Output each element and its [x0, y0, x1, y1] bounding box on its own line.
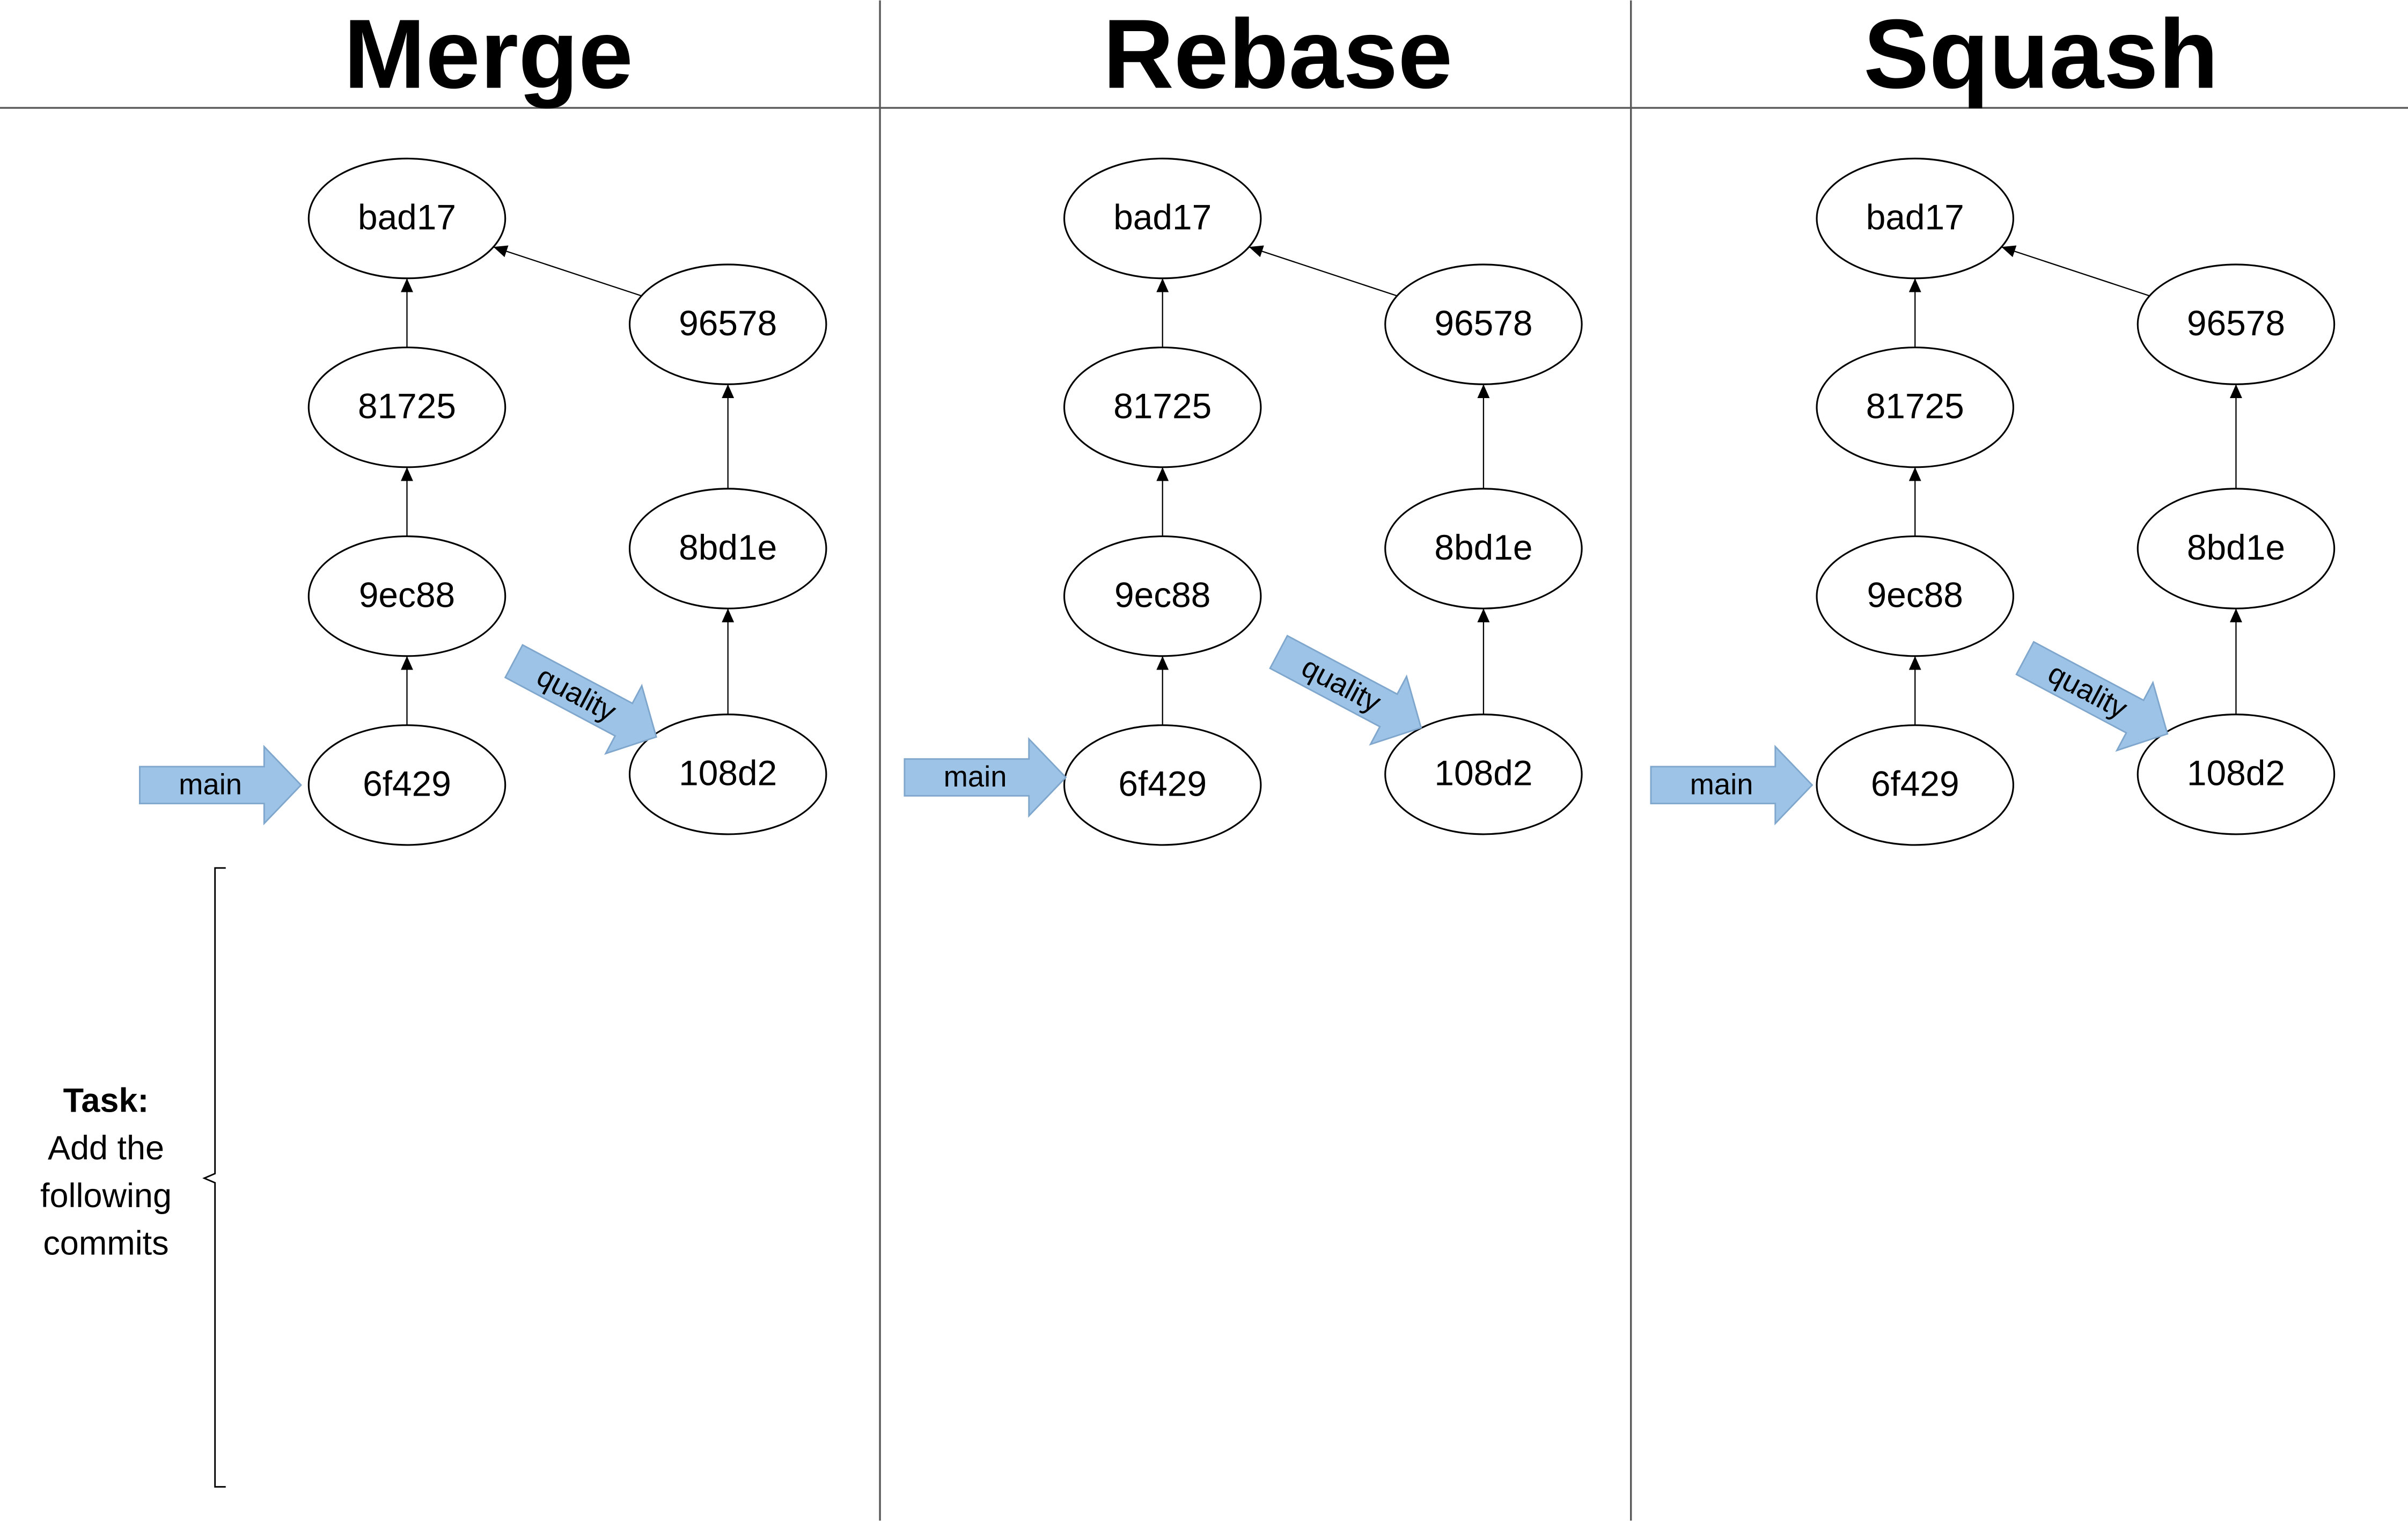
commit-label: 9ec88	[1114, 575, 1210, 614]
quality-arrow-shape	[504, 644, 657, 755]
commit-ellipse	[1816, 535, 2014, 657]
commit-node-8bd1e: 8bd1e	[1384, 488, 1583, 609]
commit-label: 108d2	[1434, 753, 1532, 793]
branch-pointer-main: main	[904, 737, 1067, 818]
commit-label: 6f429	[1118, 764, 1207, 804]
commit-node-6f429: 6f429	[307, 724, 506, 846]
column-title-merge: Merge	[343, 0, 633, 109]
branch-label-main: main	[944, 760, 1007, 793]
main-arrow-shape	[139, 745, 302, 826]
commit-label: bad17	[358, 197, 456, 237]
commit-label: 8bd1e	[1434, 527, 1532, 567]
commit-label: 108d2	[2187, 753, 2285, 793]
squash-graph: 81725 96578 bad17 9ec88 6f429 8bd1e 108d2 main q…	[1650, 157, 2336, 846]
commit-ellipse	[1384, 714, 1583, 835]
branch-label-quality: quality	[2043, 657, 2133, 725]
commit-node-bad17: bad17	[307, 157, 506, 280]
commit-ellipse	[628, 488, 827, 609]
branch-pointer-main: main	[139, 745, 302, 826]
commit-node-81725: 81725	[1816, 346, 2014, 468]
commit-ellipse	[1063, 157, 1262, 280]
branch-label-quality: quality	[532, 659, 622, 728]
commit-label: 96578	[1434, 303, 1532, 343]
commit-label: 6f429	[363, 764, 451, 804]
commit-ellipse	[628, 263, 827, 385]
commit-ellipse	[307, 157, 506, 280]
commit-ellipse	[1063, 346, 1262, 468]
commit-label: 9ec88	[1867, 575, 1963, 614]
commit-label: 6f429	[1871, 764, 1959, 804]
commit-node-81725: 81725	[1063, 346, 1262, 468]
commit-ellipse	[1816, 346, 2014, 468]
edge-96578-bad17	[493, 245, 642, 297]
task-line-1: Add the	[48, 1129, 164, 1167]
commit-node-96578: 96578	[1384, 263, 1583, 385]
commit-ellipse	[628, 714, 827, 835]
commit-label: 8bd1e	[2187, 527, 2285, 567]
task-line-3: commits	[43, 1225, 168, 1262]
commit-label: 8bd1e	[679, 527, 777, 567]
quality-arrow-shape	[1269, 635, 1422, 746]
commit-label: 108d2	[679, 753, 777, 793]
commit-ellipse	[2137, 714, 2336, 835]
commit-node-9ec88: 9ec88	[1063, 535, 1262, 657]
quality-arrow-shape	[2015, 641, 2169, 752]
commit-node-8bd1e: 8bd1e	[2137, 488, 2336, 609]
commit-label: 81725	[358, 386, 456, 425]
task-brace	[202, 867, 226, 1488]
commit-ellipse	[1384, 263, 1583, 385]
commit-node-9ec88: 9ec88	[307, 535, 506, 657]
commit-node-108d2: 108d2	[628, 714, 827, 835]
main-arrow-shape	[1650, 745, 1814, 826]
commit-node-96578: 96578	[2137, 263, 2336, 385]
branch-label-main: main	[179, 768, 242, 801]
commit-ellipse	[2137, 263, 2336, 385]
commit-label: 81725	[1866, 386, 1964, 425]
commit-node-6f429: 6f429	[1816, 724, 2014, 846]
commit-node-108d2: 108d2	[1384, 714, 1583, 835]
commit-node-9ec88: 9ec88	[1816, 535, 2014, 657]
commit-label: bad17	[1866, 197, 1964, 237]
rebase-graph: 81725 96578 bad17 9ec88 6f429 8bd1e 108d2 main q…	[904, 157, 1583, 846]
commit-node-108d2: 108d2	[2137, 714, 2336, 835]
column-title-squash: Squash	[1863, 0, 2219, 109]
commit-node-96578: 96578	[628, 263, 827, 385]
commit-ellipse	[2137, 488, 2336, 609]
edge-96578-bad17	[2001, 245, 2150, 297]
branch-pointer-main: main	[1650, 745, 1814, 826]
commit-ellipse	[1063, 724, 1262, 846]
merge-graph: 81725 96578 bad17 9ec88 6f429 8bd1e 108d2 main q…	[139, 157, 827, 846]
branch-label-main: main	[1690, 768, 1753, 801]
commit-ellipse	[307, 535, 506, 657]
commit-label: 96578	[2187, 303, 2285, 343]
commit-ellipse	[1384, 488, 1583, 609]
commit-label: 96578	[679, 303, 777, 343]
commit-node-6f429: 6f429	[1063, 724, 1262, 846]
commit-node-8bd1e: 8bd1e	[628, 488, 827, 609]
task-heading: Task:	[63, 1082, 149, 1119]
task-line-2: following	[40, 1177, 172, 1215]
commit-label: bad17	[1113, 197, 1212, 237]
branch-label-quality: quality	[1296, 650, 1386, 719]
commit-ellipse	[1816, 157, 2014, 280]
edge-96578-bad17	[1249, 245, 1398, 297]
column-title-rebase: Rebase	[1103, 0, 1453, 109]
commit-label: 9ec88	[359, 575, 455, 614]
commit-ellipse	[307, 346, 506, 468]
commit-node-bad17: bad17	[1063, 157, 1262, 280]
commit-ellipse	[1816, 724, 2014, 846]
commit-node-bad17: bad17	[1816, 157, 2014, 280]
commit-node-81725: 81725	[307, 346, 506, 468]
commit-label: 81725	[1113, 386, 1212, 425]
commit-ellipse	[307, 724, 506, 846]
main-arrow-shape	[904, 737, 1067, 818]
commit-ellipse	[1063, 535, 1262, 657]
